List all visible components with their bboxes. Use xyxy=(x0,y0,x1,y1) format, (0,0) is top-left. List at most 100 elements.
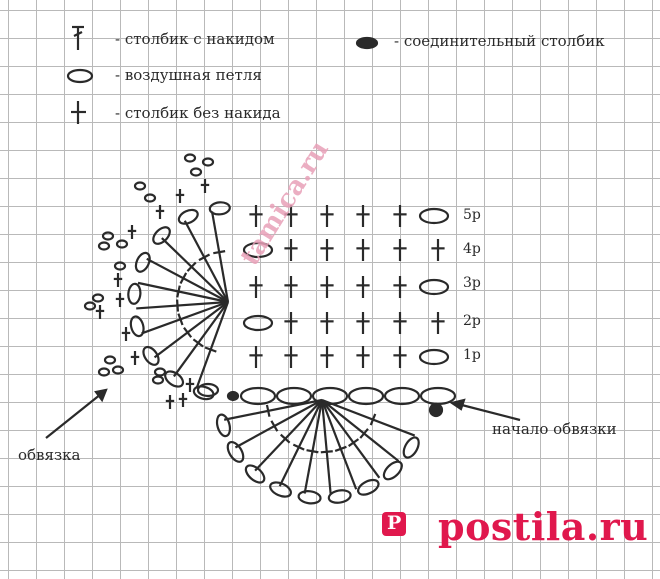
chain-stitch xyxy=(142,345,160,366)
chain-stitch xyxy=(383,386,421,406)
dc-stitch xyxy=(161,237,229,303)
picot-chain xyxy=(97,367,111,377)
chain-stitch xyxy=(192,385,215,401)
legend-sc-icon xyxy=(71,101,86,124)
picot-sc xyxy=(155,205,165,219)
chain-stitch xyxy=(164,370,185,388)
chain-stitch xyxy=(419,386,457,406)
chain-stitch xyxy=(242,314,274,332)
sc-stitch xyxy=(320,205,334,227)
dc-stitch xyxy=(173,301,229,378)
sc-stitch xyxy=(249,205,263,227)
sc-stitch xyxy=(284,312,298,334)
row-label-4: 4р xyxy=(463,241,481,257)
dc-stitch xyxy=(303,399,324,494)
sc-stitch-grid xyxy=(249,205,445,368)
picot-chain xyxy=(153,367,167,377)
picot-sc xyxy=(165,395,175,409)
row-end-chains xyxy=(242,207,450,366)
sc-stitch xyxy=(393,346,407,368)
dc-stitch xyxy=(195,301,230,389)
chain-stitch xyxy=(208,201,231,216)
dc-stitch xyxy=(141,300,229,335)
sc-stitch xyxy=(284,276,298,298)
chain-stitch xyxy=(269,481,292,498)
row-label-5: 5р xyxy=(463,207,481,223)
dc-stitch xyxy=(153,301,229,359)
picot-chain xyxy=(97,241,111,251)
row-label-2: 2р xyxy=(463,313,481,329)
sc-stitch xyxy=(284,239,298,261)
sc-stitch xyxy=(393,276,407,298)
chain-stitch xyxy=(418,278,450,296)
dc-stitch xyxy=(137,281,229,304)
picot-sc xyxy=(95,305,105,319)
chain-stitch xyxy=(275,386,313,406)
picot-chain xyxy=(115,239,129,249)
sc-stitch xyxy=(393,312,407,334)
edging-label: обвязка xyxy=(18,446,81,464)
chain-stitch xyxy=(177,208,199,225)
sc-stitch xyxy=(393,205,407,227)
picot-chain xyxy=(83,301,97,311)
sc-stitch xyxy=(249,276,263,298)
picot-chain xyxy=(151,375,165,385)
picot-chain xyxy=(183,153,197,163)
picot-sc xyxy=(178,393,188,407)
picot-sc xyxy=(185,378,195,392)
chain-stitch xyxy=(242,241,274,259)
chain-stitch xyxy=(244,464,266,484)
sc-stitch xyxy=(431,312,445,334)
picot-sc xyxy=(127,225,137,239)
left-dc-fan xyxy=(127,201,231,401)
dc-stitch xyxy=(210,211,230,303)
chain-stitch xyxy=(402,436,420,459)
picot-chain xyxy=(133,181,147,191)
foundation-chain xyxy=(239,386,457,406)
sc-stitch xyxy=(284,346,298,368)
sc-stitch xyxy=(356,346,370,368)
dc-stitch xyxy=(183,220,229,303)
chain-stitch xyxy=(418,207,450,225)
legend-chain-icon xyxy=(66,68,94,84)
chain-stitch xyxy=(382,460,403,481)
postila-watermark: postila.ru xyxy=(438,504,649,549)
legend-chain-text: - воздушная петля xyxy=(115,66,262,84)
sc-stitch xyxy=(320,346,334,368)
edging-arrow xyxy=(45,388,108,439)
sc-stitch xyxy=(356,239,370,261)
chain-stitch xyxy=(134,251,151,273)
picot-chain xyxy=(189,167,203,177)
chain-stitch xyxy=(297,490,322,505)
picot-sc xyxy=(200,179,210,193)
chain-stitch xyxy=(347,386,385,406)
legend-dc-text: - столбик с накидом xyxy=(115,30,275,48)
dc-stitch xyxy=(321,399,381,479)
chain-stitch xyxy=(357,478,380,496)
dc-stitch xyxy=(320,399,358,490)
chain-stitch xyxy=(129,315,145,338)
sc-stitch xyxy=(320,239,334,261)
picot-chain xyxy=(201,157,215,167)
dc-stitch xyxy=(320,399,333,495)
slip-stitch-left xyxy=(226,390,240,402)
legend-dc-icon xyxy=(72,25,84,50)
picot-sc xyxy=(113,273,123,287)
picot-sc xyxy=(115,293,125,307)
picot-chain xyxy=(103,355,117,365)
sc-stitch xyxy=(320,276,334,298)
picot-chain xyxy=(113,261,127,271)
picot-chain xyxy=(143,193,157,203)
sc-stitch xyxy=(356,205,370,227)
chain-stitch xyxy=(418,348,450,366)
legend-sc-text: - столбик без накида xyxy=(115,104,281,122)
dc-stitch xyxy=(321,399,400,462)
chain-stitch xyxy=(196,382,220,398)
sc-stitch xyxy=(320,312,334,334)
sc-stitch xyxy=(284,205,298,227)
edging-start-label: начало обвязки xyxy=(492,420,617,438)
chain-stitch xyxy=(327,489,352,504)
bottom-dc-fan xyxy=(215,398,420,505)
chain-stitch xyxy=(226,440,245,463)
